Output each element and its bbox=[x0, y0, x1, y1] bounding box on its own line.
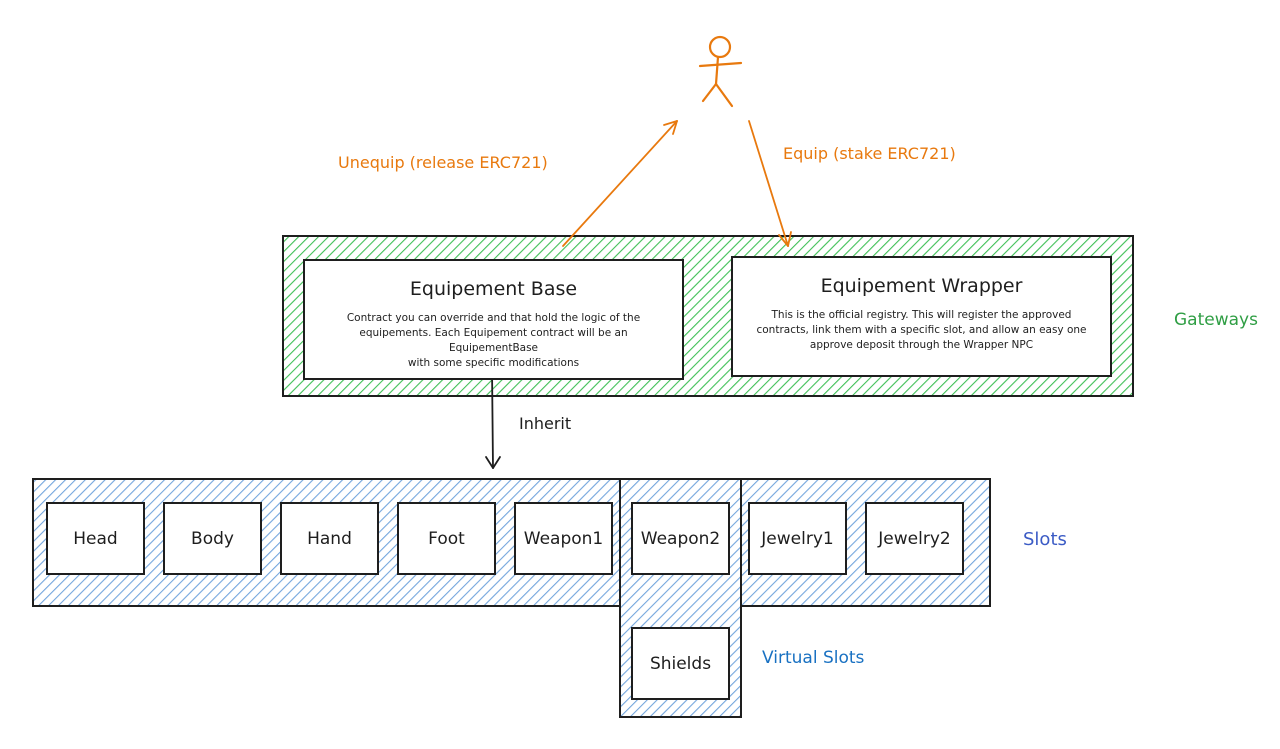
virtual-slots-label: Virtual Slots bbox=[762, 648, 865, 668]
equipement-wrapper-description-line: approve deposit through the Wrapper NPC bbox=[809, 339, 1034, 351]
equipement-wrapper-description: This is the official registry. This will… bbox=[743, 308, 1100, 353]
slot-weapon2: Weapon2 bbox=[631, 502, 730, 575]
equipement-base-description-line: equipements. Each Equipement contract wi… bbox=[359, 327, 628, 354]
unequip-label: Unequip (release ERC721) bbox=[338, 153, 548, 172]
inherit-label: Inherit bbox=[519, 414, 572, 433]
stick-figure-user-icon bbox=[698, 35, 743, 108]
slot-hand: Hand bbox=[280, 502, 379, 575]
slot-jewelry2: Jewelry2 bbox=[865, 502, 964, 575]
slot-weapon1: Weapon1 bbox=[514, 502, 613, 575]
equip-label: Equip (stake ERC721) bbox=[783, 144, 956, 163]
equipement-base-description-line: Contract you can override and that hold … bbox=[346, 312, 641, 324]
equipement-wrapper-card: Equipement Wrapper This is the official … bbox=[731, 256, 1112, 377]
equipement-wrapper-description-line: This is the official registry. This will… bbox=[771, 309, 1072, 321]
equipement-wrapper-description-line: contracts, link them with a specific slo… bbox=[756, 324, 1087, 336]
unequip-arrow bbox=[562, 120, 678, 247]
slot-foot: Foot bbox=[397, 502, 496, 575]
slot-jewelry1: Jewelry1 bbox=[748, 502, 847, 575]
equipement-base-title: Equipement Base bbox=[409, 278, 578, 300]
equip-arrow bbox=[748, 120, 792, 247]
slot-head: Head bbox=[46, 502, 145, 575]
virtual-slot-shields: Shields bbox=[631, 627, 730, 700]
equipement-wrapper-title: Equipement Wrapper bbox=[820, 275, 1023, 297]
equipement-base-card: Equipement Base Contract you can overrid… bbox=[303, 259, 684, 380]
slot-body: Body bbox=[163, 502, 262, 575]
slots-label: Slots bbox=[1023, 529, 1067, 550]
equipement-base-description: Contract you can override and that hold … bbox=[315, 311, 672, 371]
equipement-base-description-line: with some specific modifications bbox=[407, 357, 580, 369]
gateways-label: Gateways bbox=[1174, 310, 1258, 330]
